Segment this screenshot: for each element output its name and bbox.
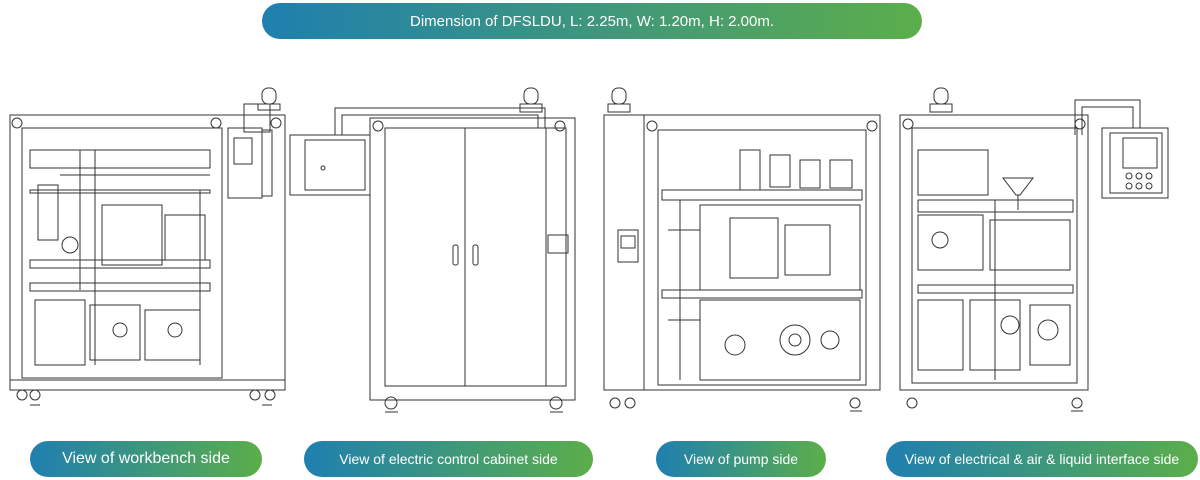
view-label-interface-side: View of electrical & air & liquid interf… bbox=[886, 441, 1198, 477]
view-label-text: View of electrical & air & liquid interf… bbox=[904, 451, 1180, 467]
view-label-text: View of electric control cabinet side bbox=[339, 451, 558, 467]
view-label-electric-control-cabinet-side: View of electric control cabinet side bbox=[304, 441, 593, 477]
workbench-side-drawing bbox=[10, 88, 285, 405]
dimension-title-banner: Dimension of DFSLDU, L: 2.25m, W: 1.20m,… bbox=[262, 3, 922, 39]
dimension-title-text: Dimension of DFSLDU, L: 2.25m, W: 1.20m,… bbox=[409, 12, 775, 30]
view-label-text: View of workbench side bbox=[62, 450, 230, 467]
view-label-workbench-side: View of workbench side bbox=[30, 441, 262, 477]
view-label-pump-side: View of pump side bbox=[656, 441, 826, 477]
pump-side-drawing bbox=[604, 88, 880, 411]
electric-cabinet-side-drawing bbox=[290, 88, 575, 412]
view-label-text: View of pump side bbox=[683, 451, 799, 467]
interface-side-drawing bbox=[900, 88, 1168, 411]
